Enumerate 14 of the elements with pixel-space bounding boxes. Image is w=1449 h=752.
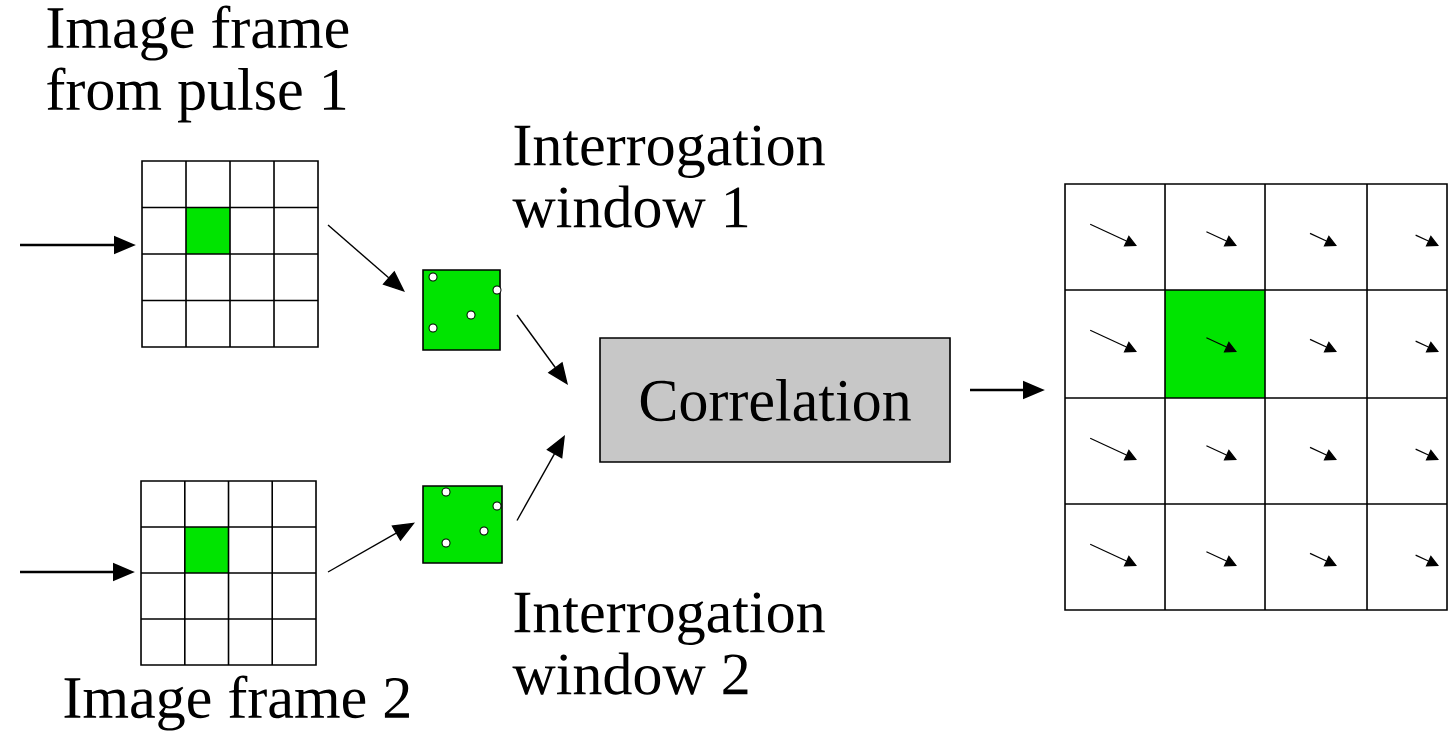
heading: Image frame 2 (64, 675, 409, 731)
heading: Interrogation window 2 (512, 592, 825, 695)
heading: Image frame from pulse 1 (47, 5, 349, 123)
arrow (516, 435, 565, 522)
interrogation-window (422, 269, 502, 351)
image-grid (140, 480, 317, 666)
arrow (516, 314, 568, 385)
arrow (327, 224, 405, 292)
image-grid (141, 160, 319, 348)
interrogation-window (422, 485, 503, 564)
heading: Interrogation window 1 (512, 125, 825, 228)
process-box: Correlation (599, 337, 951, 463)
arrow (327, 522, 415, 573)
vector-grid (1064, 183, 1448, 611)
